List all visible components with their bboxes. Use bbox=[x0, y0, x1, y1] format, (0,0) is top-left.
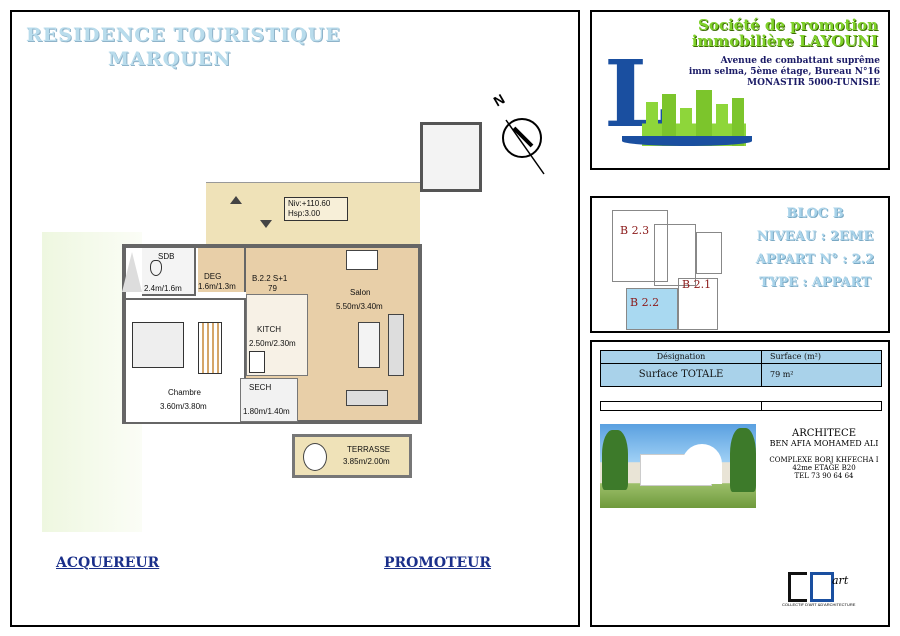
project-title-line1: RESIDENCE TOURISTIQUE bbox=[26, 24, 341, 46]
room-kitchen: KITCH 2.50m/2.30m bbox=[246, 294, 308, 376]
balcony-top bbox=[420, 122, 482, 192]
room-sdb-name: SDB bbox=[158, 252, 175, 261]
floor-plan: Niv:+110.60 Hsp:3.00 SDB 2.4m/1.6m DEG 1… bbox=[102, 122, 482, 502]
compass-icon bbox=[502, 118, 545, 175]
room-chambre-dim: 3.60m/3.80m bbox=[160, 402, 207, 411]
room-deg-dim: 1.6m/1.3m bbox=[198, 282, 236, 291]
architect-logo-caption: COLLECTIF D'ART &D'ARCHITECTURE bbox=[782, 602, 856, 607]
room-terrasse-dim: 3.85m/2.00m bbox=[343, 457, 390, 466]
height-label: Hsp:3.00 bbox=[288, 209, 321, 218]
wardrobe-icon bbox=[198, 322, 222, 374]
room-deg-name: DEG bbox=[204, 272, 222, 281]
room-terrasse: TERRASSE 3.85m/2.00m bbox=[292, 434, 412, 478]
room-salon-name: Salon bbox=[350, 288, 371, 297]
terrace-table-icon bbox=[303, 443, 327, 471]
block-info: BLOC B NIVEAU : 2EME APPART N° : 2.2 TYP… bbox=[742, 206, 888, 290]
promoter-address-line2: imm selma, 5ème étage, Bureau N°16 bbox=[688, 67, 880, 77]
architect-info: ARCHITECE BEN AFIA MOHAMED ALI COMPLEXE … bbox=[762, 428, 886, 480]
compass-north-label: N bbox=[490, 90, 508, 110]
table-row-label: Surface TOTALE bbox=[601, 364, 762, 386]
room-sech-name: SECH bbox=[249, 383, 272, 392]
niveau-label: NIVEAU : 2EME bbox=[756, 229, 874, 244]
promoter-address-line1: Avenue de combattant suprême bbox=[720, 56, 880, 66]
key-b23: B 2.3 bbox=[620, 224, 650, 237]
room-deg: DEG 1.6m/1.3m bbox=[198, 248, 246, 292]
room-chambre-name: Chambre bbox=[168, 388, 201, 397]
promoter-logo: L bbox=[602, 44, 752, 150]
coffee-table-icon bbox=[358, 322, 380, 368]
architecture-photo bbox=[600, 424, 756, 508]
plan-frame: RESIDENCE TOURISTIQUE MARQUEN N Niv:+110… bbox=[10, 10, 580, 627]
armchair-icon bbox=[346, 390, 388, 406]
level-label: Niv:+110.60 bbox=[288, 199, 331, 208]
table-row-value: 79 m² bbox=[770, 370, 794, 379]
room-sech: SECH 1.80m/1.40m bbox=[240, 378, 298, 422]
block-frame: B 2.3 B 2.2 B 2.1 BLOC B NIVEAU : 2EME A… bbox=[590, 196, 890, 333]
architect-name: BEN AFIA MOHAMED ALI bbox=[769, 439, 879, 448]
room-sdb-dim: 2.4m/1.6m bbox=[144, 284, 182, 293]
architect-logo-text: art bbox=[832, 574, 849, 587]
project-title-line2: MARQUEN bbox=[108, 48, 232, 70]
architect-tel: TEL 73 90 64 64 bbox=[794, 472, 854, 480]
promoter-frame: Société de promotion immobilière LAYOUNI… bbox=[590, 10, 890, 170]
promoter-address-line3: MONASTIR 5000-TUNISIE bbox=[747, 78, 880, 88]
shower-area bbox=[122, 252, 142, 292]
room-terrasse-name: TERRASSE bbox=[347, 445, 391, 454]
bed-icon bbox=[132, 322, 184, 368]
arrow-up-icon bbox=[230, 196, 242, 204]
dining-table-icon bbox=[346, 250, 378, 270]
sofa-icon bbox=[388, 314, 404, 376]
architect-address1: COMPLEXE BORJ KHFECHA I bbox=[769, 456, 879, 464]
promoter-name-line2: immobilière LAYOUNI bbox=[691, 32, 878, 50]
promoter-name-line1: Société de promotion bbox=[698, 16, 878, 34]
architect-logo: art COLLECTIF D'ART &D'ARCHITECTURE bbox=[782, 568, 882, 618]
logo-swoosh bbox=[622, 136, 752, 146]
surface-table: Désignation Surface (m²) Surface TOTALE … bbox=[600, 350, 882, 411]
architect-frame: Désignation Surface (m²) Surface TOTALE … bbox=[590, 340, 890, 627]
stove-icon bbox=[249, 351, 265, 373]
room-sech-dim: 1.80m/1.40m bbox=[243, 407, 290, 416]
arrow-down-icon bbox=[260, 220, 272, 228]
architect-address2: 42me ETAGE B20 bbox=[792, 464, 856, 472]
key-b22: B 2.2 bbox=[630, 296, 660, 309]
toilet-icon bbox=[150, 260, 162, 276]
promoter-address: Avenue de combattant suprême imm selma, … bbox=[689, 56, 880, 89]
level-label-box: Niv:+110.60 Hsp:3.00 bbox=[284, 197, 348, 221]
architect-title: ARCHITECE bbox=[792, 428, 856, 439]
room-kitchen-dim: 2.50m/2.30m bbox=[249, 339, 296, 348]
bloc-label: BLOC B bbox=[786, 206, 844, 221]
unit-b22-highlight bbox=[626, 288, 678, 330]
room-salon-dim: 5.50m/3.40m bbox=[336, 302, 383, 311]
room-sdb: SDB 2.4m/1.6m bbox=[142, 248, 196, 296]
room-kitchen-name: KITCH bbox=[257, 325, 281, 334]
table-header-surface: Surface (m²) bbox=[770, 352, 821, 361]
apt-code: B.2.2 S+1 bbox=[252, 274, 288, 283]
apt-area: 79 bbox=[268, 284, 277, 293]
appart-label: APPART N° : 2.2 bbox=[755, 252, 875, 267]
buyer-signature-label: ACQUEREUR bbox=[56, 555, 160, 571]
block-key-plan: B 2.3 B 2.2 B 2.1 bbox=[608, 206, 728, 330]
promoter-signature-label: PROMOTEUR bbox=[384, 555, 491, 571]
table-header-designation: Désignation bbox=[601, 351, 762, 363]
compass: N bbox=[482, 90, 562, 180]
key-b21: B 2.1 bbox=[682, 278, 712, 291]
type-label: TYPE : APPART bbox=[759, 275, 871, 290]
room-chambre: Chambre 3.60m/3.80m bbox=[126, 298, 246, 422]
